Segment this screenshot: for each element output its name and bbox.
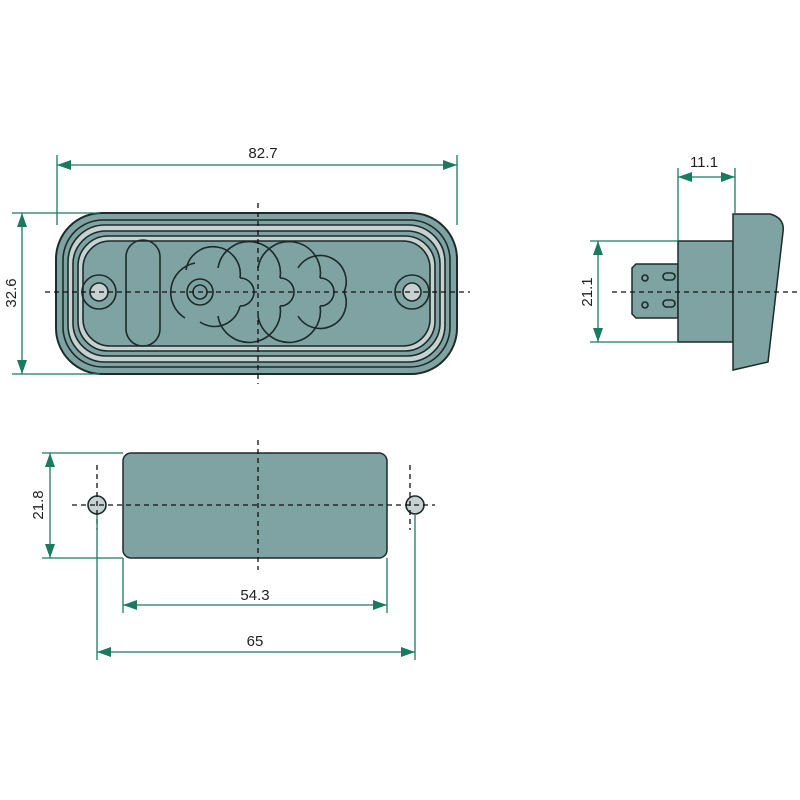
dim-hole-spacing: 65 xyxy=(247,633,264,650)
dimension-lines xyxy=(12,155,736,660)
side-view xyxy=(612,213,798,371)
light-slot xyxy=(125,239,161,347)
dim-back-height: 21.8 xyxy=(30,490,47,519)
front-view xyxy=(45,203,470,384)
dim-side-depth: 11.1 xyxy=(690,154,718,171)
dim-overall-length: 82.7 xyxy=(248,145,277,162)
dim-back-width: 54.3 xyxy=(240,587,269,604)
dim-side-height: 21.1 xyxy=(579,277,596,306)
dim-overall-height: 32.6 xyxy=(3,278,20,307)
back-view xyxy=(72,440,435,570)
mount-hole-right xyxy=(394,274,430,310)
